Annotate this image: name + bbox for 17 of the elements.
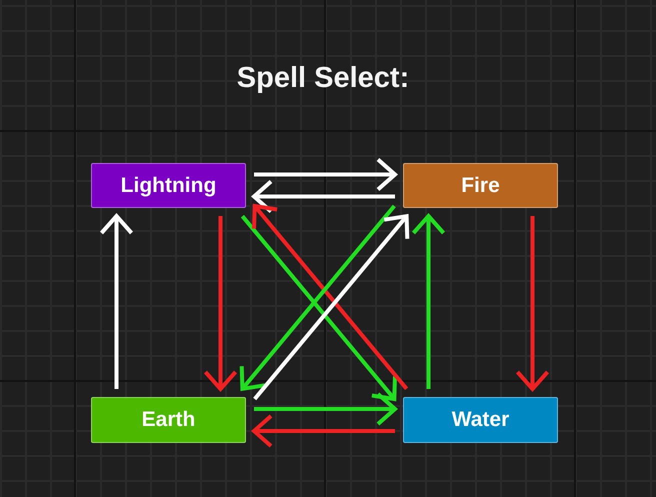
arrow [204,216,238,391]
spell-box [403,163,558,208]
spell-box [91,163,246,208]
arrow [254,158,397,192]
arrow [412,214,446,389]
title: Spell Select: [236,61,410,96]
spell-name: Fire [461,174,500,198]
arrow [100,214,134,389]
arrow [516,216,550,391]
spell-name: Lightning [120,174,216,198]
spell-name: Water [452,408,510,432]
arrow [252,414,395,448]
arrow [252,180,395,214]
spell-name: Earth [142,408,196,432]
spell-box [403,397,558,443]
arrow [254,392,397,426]
spell-box [91,397,246,443]
